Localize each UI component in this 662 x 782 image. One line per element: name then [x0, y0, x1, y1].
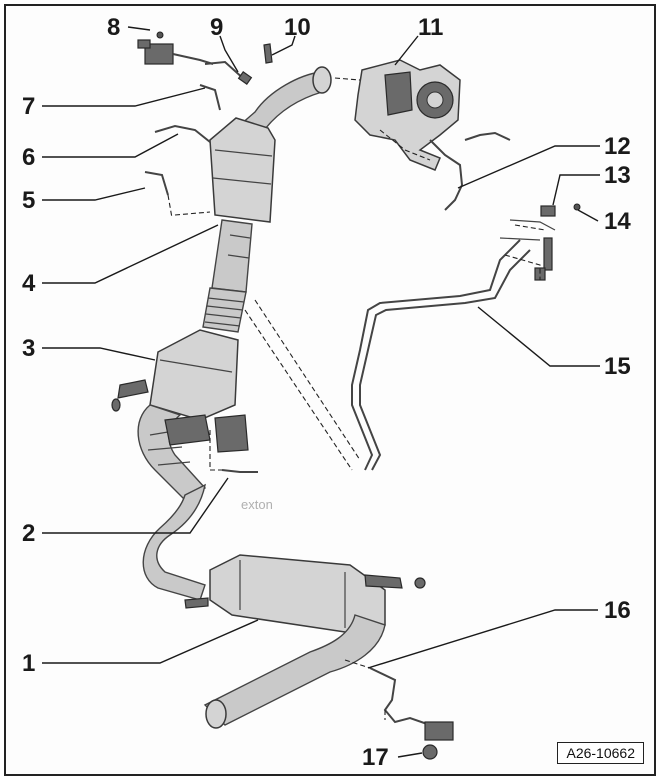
callout-13: 13	[604, 162, 631, 189]
sensor-6	[154, 124, 211, 143]
sensor-10	[263, 43, 273, 64]
leader-9	[219, 35, 239, 73]
tail-pipe	[203, 614, 386, 726]
callout-2: 2	[22, 520, 35, 547]
turbocharger	[354, 59, 461, 171]
leader-15	[477, 306, 600, 367]
lambda-probe-wire	[429, 139, 464, 211]
rear-sensor-connector	[424, 721, 454, 741]
callout-9: 9	[210, 14, 223, 41]
leader-2	[42, 477, 229, 534]
temperature-sender-9	[204, 60, 246, 81]
callout-10: 10	[284, 14, 311, 41]
tail-pipe-end	[205, 699, 227, 729]
callout-15: 15	[604, 353, 631, 380]
callout-4: 4	[22, 270, 36, 297]
leader-14	[577, 209, 599, 222]
leader-12	[457, 145, 600, 189]
leader-3	[42, 347, 156, 361]
sensor-2	[221, 469, 258, 473]
exhaust-assembly	[111, 66, 426, 729]
rear-sensor-wire	[369, 667, 431, 726]
leader-17	[397, 752, 423, 758]
callout-11: 11	[418, 14, 443, 41]
callout-labels: 1 2 3 4 5 6 7 8 9 10 11 12 13 14 15 16 1…	[22, 14, 631, 771]
callout-16: 16	[604, 597, 631, 624]
leader-13	[552, 174, 600, 206]
sensor-7	[199, 84, 221, 111]
muffler-hanger-left	[184, 597, 209, 609]
callout-1: 1	[22, 650, 35, 677]
callout-3: 3	[22, 335, 35, 362]
watermark: exton	[241, 497, 273, 512]
leader-5	[42, 187, 146, 201]
leader-6	[42, 133, 179, 158]
leader-8	[127, 26, 151, 31]
figure-code: A26-10662	[557, 742, 644, 764]
pressure-lines	[351, 203, 581, 471]
filter-bracket	[117, 379, 149, 399]
rear-sensor-clip	[422, 744, 438, 760]
pressure-sensor	[137, 31, 214, 65]
sensor-5	[144, 171, 169, 196]
callout-12: 12	[604, 133, 631, 160]
muffler-hanger-right	[364, 574, 403, 589]
callout-17: 17	[362, 744, 389, 771]
heat-shield	[164, 414, 211, 446]
turbo-flange	[312, 66, 332, 94]
leader-4	[42, 224, 219, 284]
particulate-filter	[149, 329, 239, 421]
catalytic-converter	[209, 117, 276, 223]
leader-10	[271, 35, 296, 56]
callout-leaders	[42, 26, 600, 758]
mount-plate	[214, 414, 249, 453]
callout-14: 14	[604, 208, 631, 235]
callout-7: 7	[22, 93, 35, 120]
leader-11	[394, 35, 419, 66]
callout-6: 6	[22, 144, 35, 171]
leader-7	[42, 87, 206, 107]
center-pipe	[142, 483, 206, 601]
leader-16	[367, 609, 598, 669]
assembly-dashes	[167, 77, 546, 720]
callout-8: 8	[107, 14, 120, 41]
leader-1	[42, 619, 259, 664]
callout-5: 5	[22, 187, 35, 214]
